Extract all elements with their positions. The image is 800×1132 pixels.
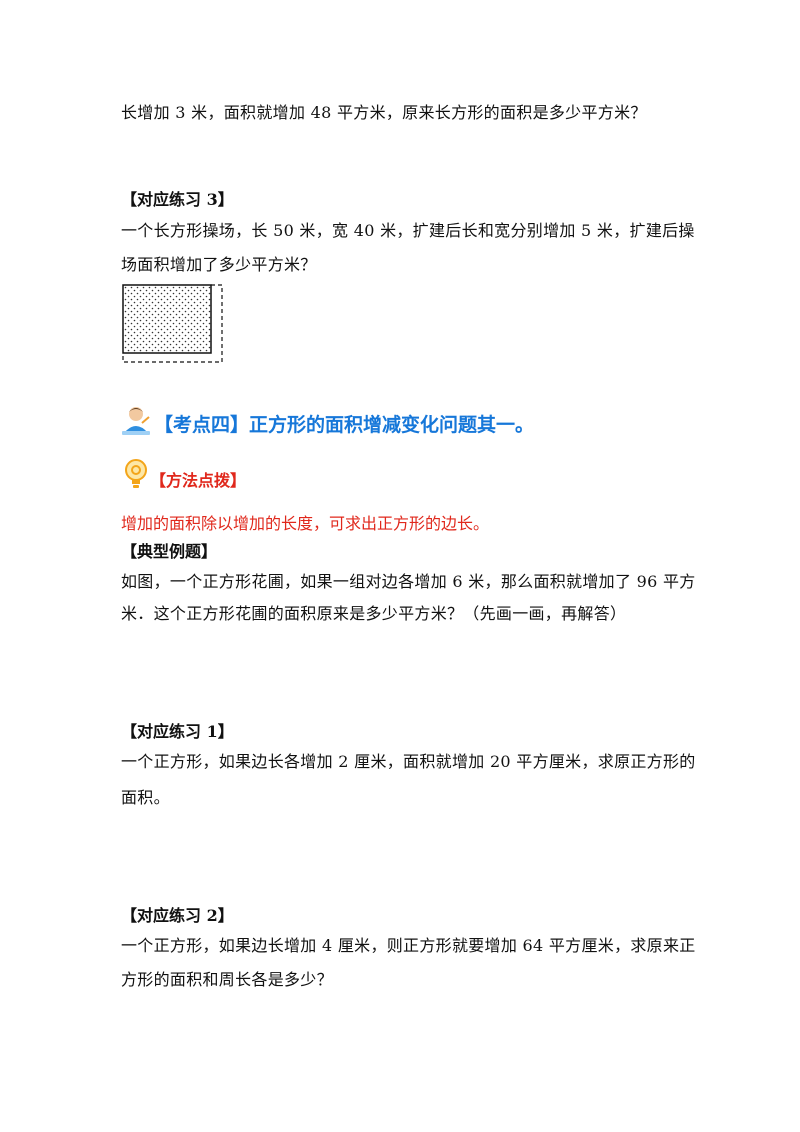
practice-1-line-1: 一个正方形，如果边长各增加 2 厘米，面积就增加 20 平方厘米，求原正方形的: [121, 752, 696, 771]
expanded-field-outline: [122, 284, 223, 363]
example-line-2: 米．这个正方形花圃的面积原来是多少平方米？（先画一画，再解答）: [121, 604, 627, 623]
playground-figure: [121, 283, 226, 365]
student-writing-icon: [118, 403, 154, 439]
problem-tail-text: 长增加 3 米，面积就增加 48 平方米，原来长方形的面积是多少平方米？: [121, 103, 647, 122]
practice-3-heading: 【对应练习 3】: [121, 190, 234, 209]
practice-1-line-2: 面积。: [121, 788, 170, 807]
method-tip-title: 【方法点拨】: [150, 471, 247, 490]
practice-2-heading: 【对应练习 2】: [121, 906, 234, 925]
playground-diagram: [122, 284, 223, 363]
practice-3-line-1: 一个长方形操场，长 50 米，宽 40 米，扩建后长和宽分别增加 5 米，扩建后…: [121, 221, 695, 240]
practice-1-heading: 【对应练习 1】: [121, 722, 234, 741]
lightbulb-icon: [123, 458, 149, 490]
method-tip-text: 增加的面积除以增加的长度，可求出正方形的边长。: [121, 514, 490, 533]
example-line-1: 如图，一个正方形花圃，如果一组对边各增加 6 米，那么面积就增加了 96 平方: [121, 572, 696, 591]
section-4-title: 【考点四】正方形的面积增减变化问题其一。: [154, 414, 535, 436]
practice-2-line-2: 方形的面积和周长各是多少？: [121, 970, 333, 989]
example-heading: 【典型例题】: [121, 542, 218, 561]
practice-3-line-2: 场面积增加了多少平方米？: [121, 255, 317, 274]
practice-2-line-1: 一个正方形，如果边长增加 4 厘米，则正方形就要增加 64 平方厘米，求原来正: [121, 936, 696, 955]
original-field: [122, 284, 212, 354]
